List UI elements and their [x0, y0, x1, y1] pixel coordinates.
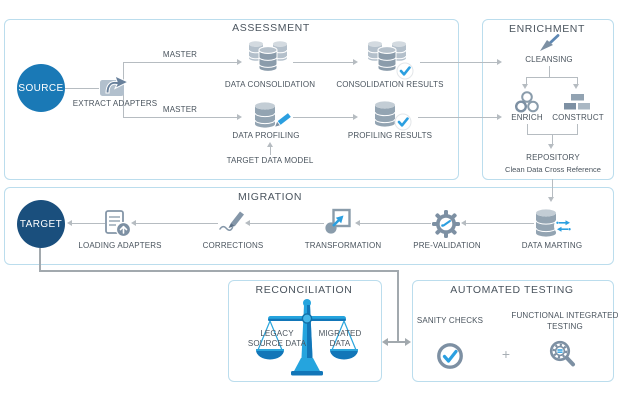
loading-adapters-label: LOADING ADAPTERS [78, 241, 162, 250]
arrow-head-icon [548, 144, 554, 149]
sanity-checks-label: SANITY CHECKS [416, 316, 484, 325]
reconciliation-title: RECONCILIATION [255, 284, 353, 296]
arrow-head-icon [573, 84, 579, 89]
arrow-head-icon [382, 338, 388, 346]
data-marting-label: DATA MARTING [521, 241, 583, 250]
database-cluster-icon [248, 41, 288, 72]
pre-validation-label: PRE-VALIDATION [413, 241, 481, 250]
bricks-icon [564, 94, 590, 110]
functional-testing-label-line2: TESTING [547, 322, 583, 331]
connector-line [136, 222, 218, 224]
arrow-head-icon [266, 142, 273, 147]
connector-line [39, 248, 41, 272]
legacy-source-data-label-line1: LEGACY [260, 329, 294, 338]
connector-line [293, 61, 353, 63]
target-label: TARGET [19, 218, 63, 230]
arrow-head-icon [237, 58, 242, 65]
database-pencil-icon [254, 102, 293, 128]
functional-testing-label-line1: FUNCTIONAL INTEGRATED [511, 311, 618, 320]
document-upload-icon [105, 210, 132, 238]
balance-scale-icon [256, 299, 358, 376]
arrow-head-icon [237, 113, 242, 120]
connector-line [525, 77, 527, 84]
connector-line [65, 87, 99, 89]
migrated-data-label-line2: DATA [329, 339, 351, 348]
arrow-head-icon [405, 338, 411, 346]
construct-label: CONSTRUCT [552, 113, 604, 122]
transformation-label: TRANSFORMATION [304, 241, 382, 250]
connector-line [360, 222, 431, 224]
enrich-label: ENRICH [511, 113, 543, 122]
master-label-top: MASTER [162, 50, 198, 59]
target-data-model-label: TARGET DATA MODEL [226, 156, 314, 165]
connector-line [576, 124, 578, 134]
migrated-data-label-line1: MIGRATED [318, 329, 362, 338]
data-profiling-label: DATA PROFILING [232, 131, 300, 140]
connector-line [466, 222, 534, 224]
source-label: SOURCE [18, 82, 64, 94]
connector-line [551, 179, 553, 197]
cleansing-label: CLEANSING [525, 55, 573, 64]
repository-note-label: Clean Data Cross Reference [505, 165, 601, 174]
database-cluster-check-icon [367, 41, 414, 80]
legacy-source-data-label-line2: SOURCE DATA [247, 339, 307, 348]
connector-line [72, 222, 105, 224]
arrow-head-icon [353, 58, 358, 65]
arrow-head-icon [497, 58, 502, 65]
arrow-head-icon [131, 219, 136, 226]
assessment-title: ASSESSMENT [232, 22, 310, 34]
molecule-icon [514, 91, 539, 113]
connector-line [39, 270, 399, 272]
master-label-bottom: MASTER [162, 105, 198, 114]
source-node: SOURCE [17, 64, 65, 112]
arrow-head-icon [522, 84, 528, 89]
connector-line [526, 124, 528, 134]
transform-icon [325, 208, 351, 234]
connector-line [269, 147, 271, 155]
gear-check-icon [432, 210, 460, 238]
repository-label: REPOSITORY [526, 153, 580, 162]
pen-icon [219, 211, 244, 231]
data-consolidation-label: DATA CONSOLIDATION [224, 80, 316, 89]
connector-line [420, 61, 497, 63]
enrichment-title: ENRICHMENT [509, 23, 585, 35]
arrow-head-icon [548, 197, 554, 202]
consolidation-results-label: CONSOLIDATION RESULTS [336, 80, 444, 89]
connector-line [526, 77, 578, 78]
connector-line [576, 77, 578, 84]
connector-line [397, 270, 399, 342]
database-check-icon [374, 101, 412, 131]
automated-testing-title: AUTOMATED TESTING [450, 284, 574, 296]
arrow-head-icon [245, 219, 250, 226]
assessment-panel [4, 19, 459, 180]
check-circle-icon [437, 343, 463, 369]
arrow-head-icon [353, 113, 358, 120]
connector-line [293, 116, 353, 118]
connector-line [123, 116, 237, 118]
profiling-results-label: PROFILING RESULTS [347, 131, 433, 140]
database-transfer-icon [535, 209, 573, 237]
migration-title: MIGRATION [237, 191, 303, 203]
arrow-head-icon [67, 219, 72, 226]
corrections-label: CORRECTIONS [202, 241, 264, 250]
magnifier-gear-icon [549, 340, 575, 367]
connector-line [250, 222, 324, 224]
connector-line [548, 66, 550, 77]
connector-line [123, 61, 237, 63]
connector-line [418, 116, 497, 118]
connector-line [551, 134, 553, 144]
export-arrow-icon [100, 75, 130, 96]
migration-panel [4, 187, 614, 265]
brush-icon [540, 34, 560, 51]
extract-adapters-label: EXTRACT ADAPTERS [72, 99, 158, 108]
arrow-head-icon [461, 219, 466, 226]
arrow-head-icon [355, 219, 360, 226]
connector-line [388, 341, 405, 343]
arrow-head-icon [497, 113, 502, 120]
plus-icon: + [501, 346, 511, 362]
target-node: TARGET [17, 200, 65, 248]
